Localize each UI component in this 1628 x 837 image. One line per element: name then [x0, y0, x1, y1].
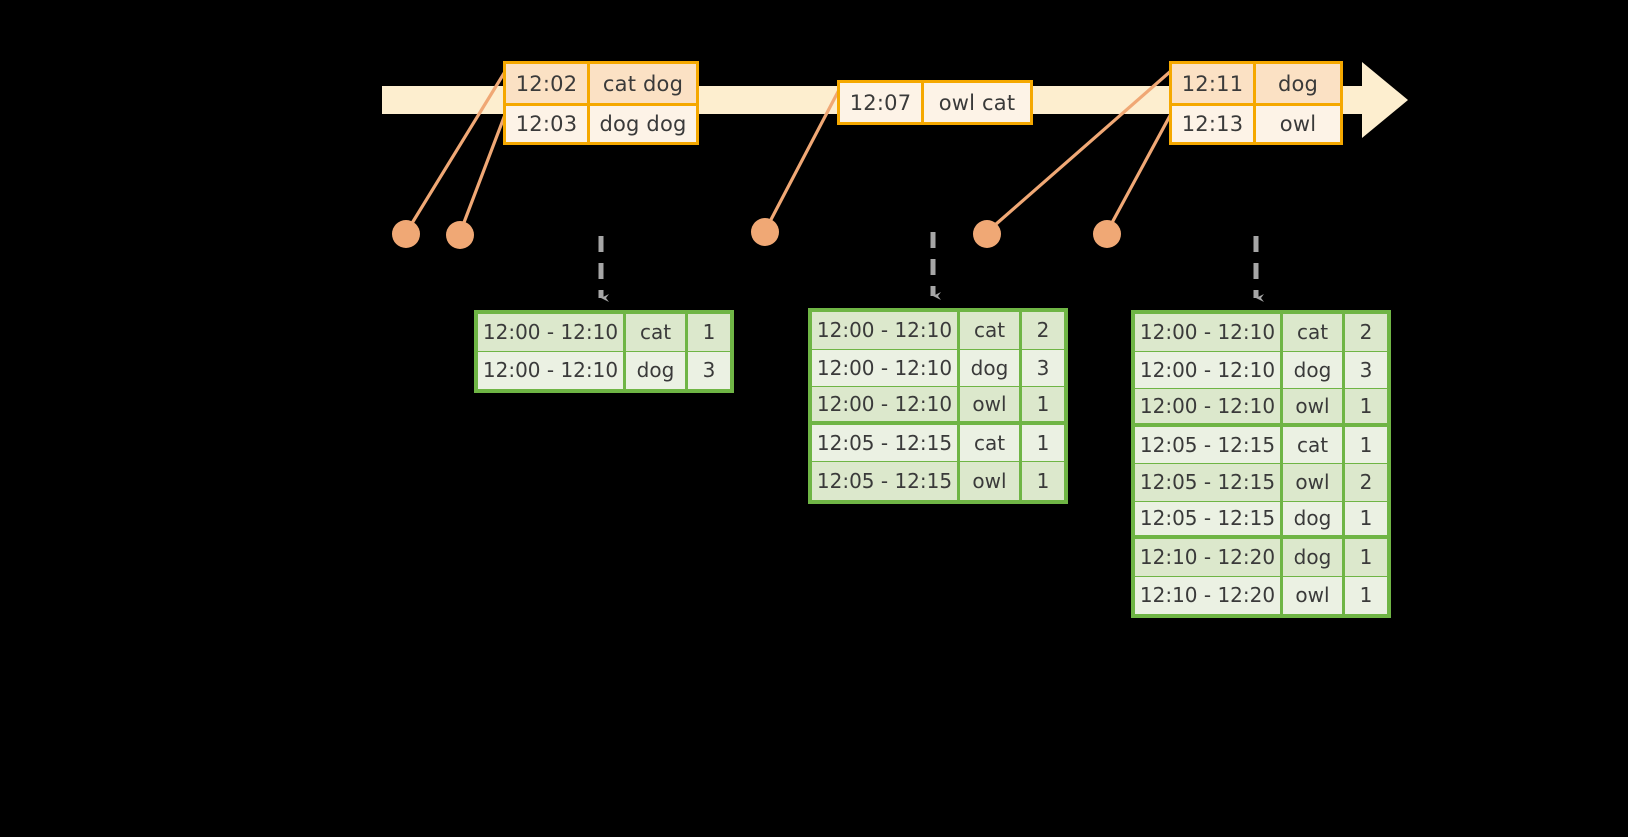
connector-line-1 — [404, 68, 508, 235]
event-words: cat dog — [590, 64, 696, 103]
cell-window: 12:00 - 12:10 — [1135, 389, 1283, 427]
cell-word: owl — [1283, 389, 1345, 427]
cell-count: 3 — [1022, 349, 1064, 387]
cell-count: 1 — [1345, 389, 1387, 427]
cell-window: 12:05 - 12:15 — [1135, 501, 1283, 539]
event-words: dog dog — [590, 106, 696, 142]
cell-window: 12:00 - 12:10 — [812, 349, 960, 387]
cell-word: dog — [626, 351, 688, 389]
event-group-1[interactable]: 12:02 cat dog 12:03 dog dog — [503, 61, 699, 145]
cell-count: 1 — [1022, 424, 1064, 462]
cell-count: 1 — [1022, 462, 1064, 500]
cell-window: 12:00 - 12:10 — [1135, 314, 1283, 352]
cell-count: 1 — [1345, 539, 1387, 577]
cell-window: 12:05 - 12:15 — [812, 424, 960, 462]
cell-word: cat — [960, 424, 1022, 462]
marker-dot-2 — [446, 221, 474, 249]
marker-dot-1 — [392, 220, 420, 248]
marker-dot-4 — [973, 220, 1001, 248]
cell-word: dog — [1283, 351, 1345, 389]
cell-window: 12:00 - 12:10 — [1135, 351, 1283, 389]
event-row[interactable]: 12:07 owl cat — [840, 83, 1030, 122]
cell-word: dog — [1283, 539, 1345, 577]
event-time: 12:07 — [840, 83, 924, 122]
event-time: 12:02 — [506, 64, 590, 103]
cell-window: 12:00 - 12:10 — [478, 351, 626, 389]
event-words: owl — [1256, 106, 1340, 142]
cell-window: 12:00 - 12:10 — [478, 314, 626, 352]
cell-count: 3 — [1345, 351, 1387, 389]
cell-count: 2 — [1345, 464, 1387, 502]
cell-window: 12:05 - 12:15 — [1135, 426, 1283, 464]
cell-window: 12:00 - 12:10 — [812, 312, 960, 350]
cell-count: 1 — [1345, 426, 1387, 464]
cell-count: 2 — [1345, 314, 1387, 352]
event-time: 12:13 — [1172, 106, 1256, 142]
cell-word: owl — [1283, 576, 1345, 614]
cell-window: 12:10 - 12:20 — [1135, 576, 1283, 614]
marker-dots — [392, 218, 1121, 249]
cell-count: 1 — [688, 314, 730, 352]
cell-count: 1 — [1345, 501, 1387, 539]
event-words: owl cat — [924, 83, 1030, 122]
event-words: dog — [1256, 64, 1340, 103]
cell-count: 1 — [1022, 387, 1064, 425]
cell-count: 3 — [688, 351, 730, 389]
marker-dot-5 — [1093, 220, 1121, 248]
cell-word: dog — [1283, 501, 1345, 539]
event-row[interactable]: 12:11 dog — [1172, 64, 1340, 103]
connector-line-2 — [458, 110, 508, 235]
event-row[interactable]: 12:02 cat dog — [506, 64, 696, 103]
cell-window: 12:05 - 12:15 — [1135, 464, 1283, 502]
cell-word: cat — [1283, 314, 1345, 352]
cell-count: 2 — [1022, 312, 1064, 350]
cell-count: 1 — [1345, 576, 1387, 614]
event-time: 12:11 — [1172, 64, 1256, 103]
connector-line-5 — [1105, 110, 1174, 234]
cell-word: cat — [626, 314, 688, 352]
cell-word: cat — [960, 312, 1022, 350]
cell-word: dog — [960, 349, 1022, 387]
cell-window: 12:00 - 12:10 — [812, 387, 960, 425]
marker-dot-3 — [751, 218, 779, 246]
cell-word: cat — [1283, 426, 1345, 464]
cell-word: owl — [960, 462, 1022, 500]
cell-window: 12:05 - 12:15 — [812, 462, 960, 500]
event-row[interactable]: 12:03 dog dog — [506, 103, 696, 142]
dashed-arrows — [598, 232, 1264, 302]
connector-line-3 — [763, 86, 842, 233]
cell-word: owl — [960, 387, 1022, 425]
event-time: 12:03 — [506, 106, 590, 142]
cell-window: 12:10 - 12:20 — [1135, 539, 1283, 577]
cell-word: owl — [1283, 464, 1345, 502]
event-group-2[interactable]: 12:07 owl cat — [837, 80, 1033, 125]
event-group-3[interactable]: 12:11 dog 12:13 owl — [1169, 61, 1343, 145]
event-row[interactable]: 12:13 owl — [1172, 103, 1340, 142]
